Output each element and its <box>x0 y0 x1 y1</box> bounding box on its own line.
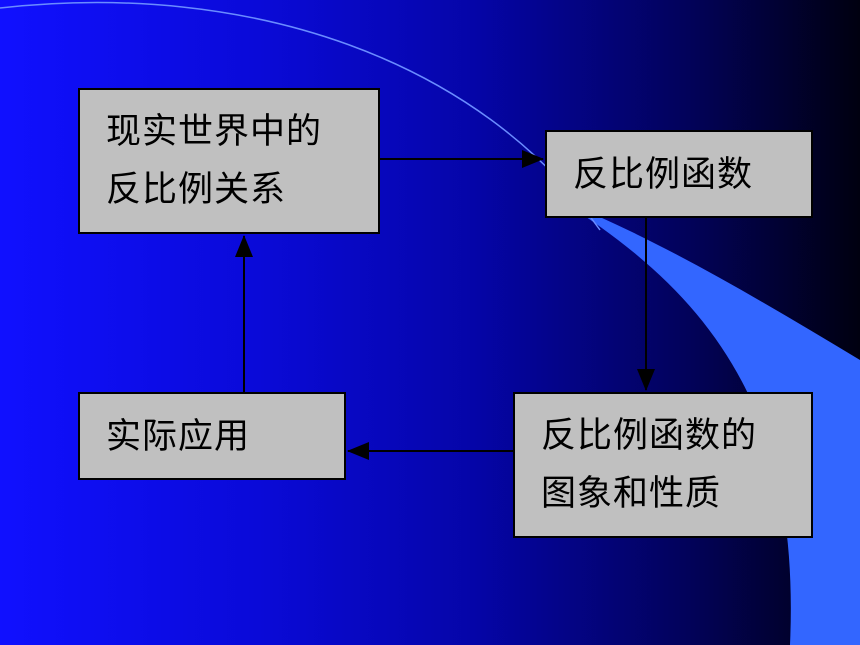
node-inverse-function-line-1: 反比例函数 <box>573 155 754 195</box>
node-inverse-function: 反比例函数 <box>545 130 813 218</box>
node-real-world-line-1: 现实世界中的 <box>106 112 323 152</box>
node-graph-properties: 反比例函数的 图象和性质 <box>513 392 813 538</box>
node-real-world: 现实世界中的 反比例关系 <box>78 88 380 234</box>
node-application-line-1: 实际应用 <box>106 417 251 457</box>
node-graph-properties-line-2: 图象和性质 <box>541 474 722 514</box>
node-graph-properties-line-1: 反比例函数的 <box>541 416 758 456</box>
node-application: 实际应用 <box>78 392 346 480</box>
node-real-world-line-2: 反比例关系 <box>106 170 287 210</box>
